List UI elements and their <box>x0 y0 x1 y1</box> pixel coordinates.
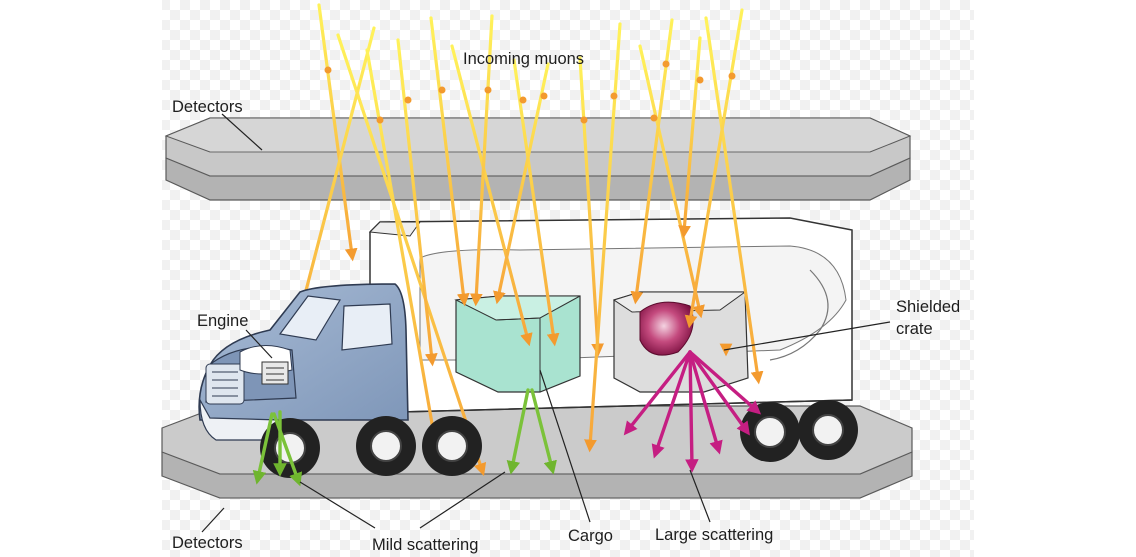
label-shielded-line2: crate <box>896 320 933 338</box>
side-window <box>341 303 393 351</box>
label-detectors-bottom: Detectors <box>172 534 243 552</box>
cargo-box <box>454 295 581 393</box>
truck-trailer <box>368 217 853 413</box>
cab-grille <box>205 363 245 405</box>
large-scattering-tracks <box>623 350 762 473</box>
crate-core-material <box>639 301 694 356</box>
shielded-crate <box>612 291 749 393</box>
windshield <box>278 295 341 341</box>
bottom-detector-plates <box>161 405 913 499</box>
label-mild-scattering: Mild scattering <box>372 536 478 554</box>
label-large-scattering: Large scattering <box>655 526 773 544</box>
label-shielded-line1: Shielded <box>896 298 960 316</box>
top-detector-plates <box>164 117 912 201</box>
truck-cab <box>198 283 409 441</box>
mild-scattering-tracks <box>252 388 557 487</box>
incoming-muon-tracks <box>283 3 764 477</box>
label-detectors-top: Detectors <box>172 98 243 116</box>
label-cargo: Cargo <box>568 527 613 545</box>
label-engine: Engine <box>197 312 248 330</box>
label-incoming-muons: Incoming muons <box>463 50 584 68</box>
leader-lines <box>201 113 891 533</box>
truck-wheels <box>260 400 858 478</box>
